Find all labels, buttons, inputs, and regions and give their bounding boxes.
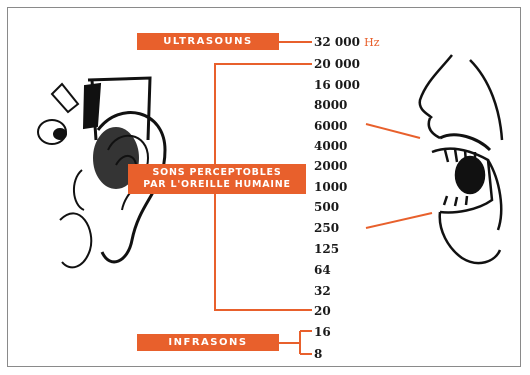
frequency-label: 16 xyxy=(314,325,331,339)
frequency-label: 32 xyxy=(314,284,331,298)
screaming-mouth-illustration-icon xyxy=(420,55,502,263)
frequency-label: 500 xyxy=(314,200,339,214)
pointer-250 xyxy=(366,213,432,228)
frequency-label: 4000 xyxy=(314,139,347,153)
frequency-label: 64 xyxy=(314,263,331,277)
frequency-label: 16 000 xyxy=(314,78,360,92)
frequency-label: 250 xyxy=(314,221,339,235)
frequency-label: 2000 xyxy=(314,159,347,173)
frequency-label: 1000 xyxy=(314,180,347,194)
frequency-label: 125 xyxy=(314,242,339,256)
audible-sounds-label: SONS PERCEPTOBLES PAR L'OREILLE HUMAINE xyxy=(128,164,306,194)
audible-label-line1: SONS PERCEPTOBLES xyxy=(128,167,306,179)
frequency-label-top: 32 000 Hz xyxy=(314,35,380,50)
frequency-label: 20 xyxy=(314,304,331,318)
infrasons-bracket xyxy=(279,331,312,354)
frequency-label: 6000 xyxy=(314,119,347,133)
exclamation-bubble-icon xyxy=(38,84,78,144)
audible-label-line2: PAR L'OREILLE HUMAINE xyxy=(128,179,306,191)
frequency-top-value: 32 000 xyxy=(314,35,360,49)
ultrasons-label: ULTRASOUNS xyxy=(137,33,279,50)
frequency-label: 8 xyxy=(314,347,322,361)
frequency-unit: Hz xyxy=(364,36,379,49)
pointer-6000 xyxy=(366,124,420,138)
frequency-label: 8000 xyxy=(314,98,347,112)
frequency-label: 20 000 xyxy=(314,57,360,71)
infrasons-label: INFRASONS xyxy=(137,334,279,351)
